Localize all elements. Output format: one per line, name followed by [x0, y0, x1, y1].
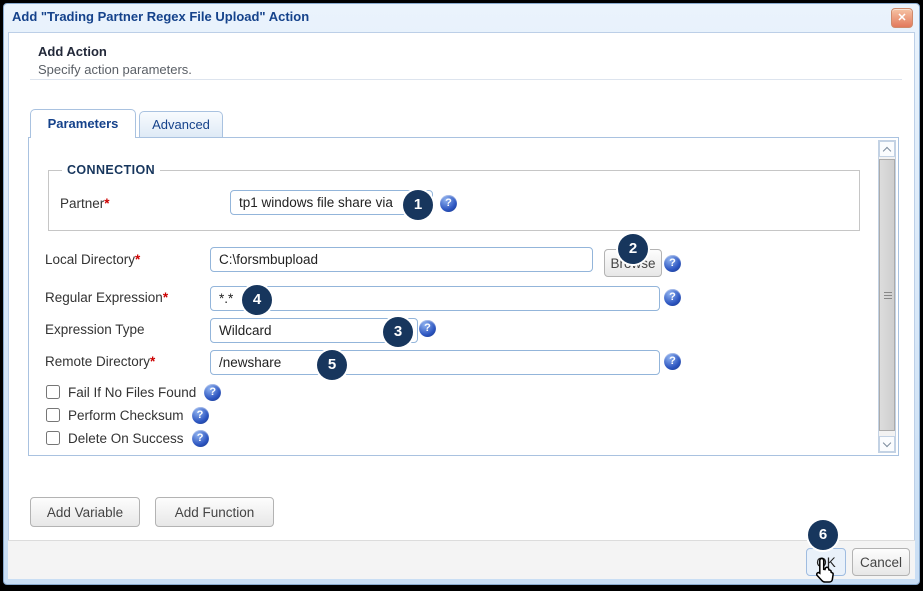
vertical-scrollbar[interactable] [878, 140, 896, 453]
wizard-step-title: Add Action [38, 44, 107, 59]
perform-checksum-help-icon[interactable]: ? [191, 406, 209, 424]
delete-on-success-help-icon[interactable]: ? [191, 429, 209, 447]
scroll-up-button[interactable] [879, 141, 895, 157]
connection-legend: CONNECTION [62, 163, 161, 177]
add-function-button[interactable]: Add Function [155, 497, 274, 527]
regular-expression-input[interactable] [210, 286, 660, 311]
scrollbar-thumb[interactable] [879, 159, 895, 431]
tab-parameters[interactable]: Parameters [30, 109, 136, 138]
scrollbar-grip-icon [884, 292, 892, 299]
connection-fieldset [48, 170, 860, 231]
local-directory-label: Local Directory* [45, 252, 141, 267]
callout-badge-5: 5 [317, 350, 347, 380]
required-marker: * [162, 290, 169, 305]
expression-type-label: Expression Type [45, 322, 145, 337]
hand-cursor-icon [815, 557, 834, 583]
chevron-up-icon [882, 146, 892, 156]
remote-directory-help-icon[interactable]: ? [664, 353, 681, 370]
expression-type-help-icon[interactable]: ? [419, 320, 436, 337]
tab-advanced[interactable]: Advanced [139, 111, 223, 137]
close-icon[interactable]: ✕ [891, 8, 913, 28]
partner-label: Partner* [60, 196, 110, 211]
callout-badge-3: 3 [383, 317, 413, 347]
required-marker: * [135, 252, 141, 267]
perform-checksum-row: Perform Checksum ? [46, 406, 209, 424]
fail-if-no-files-checkbox[interactable] [46, 385, 60, 399]
local-directory-input[interactable] [210, 247, 593, 272]
fail-if-no-files-help-icon[interactable]: ? [204, 383, 222, 401]
local-directory-help-icon[interactable]: ? [664, 255, 681, 272]
add-variable-button[interactable]: Add Variable [30, 497, 140, 527]
regular-expression-label: Regular Expression* [45, 290, 169, 305]
remote-directory-input[interactable] [210, 350, 660, 375]
perform-checksum-checkbox[interactable] [46, 408, 60, 422]
callout-badge-4: 4 [242, 285, 272, 315]
required-marker: * [104, 196, 110, 211]
perform-checksum-label: Perform Checksum [68, 407, 184, 423]
header-divider [30, 79, 902, 80]
delete-on-success-row: Delete On Success ? [46, 429, 209, 447]
fail-if-no-files-label: Fail If No Files Found [68, 384, 197, 400]
dialog-title: Add "Trading Partner Regex File Upload" … [12, 9, 310, 24]
callout-badge-2: 2 [618, 234, 648, 264]
footer-bar [8, 540, 915, 579]
partner-help-icon[interactable]: ? [440, 195, 457, 212]
callout-badge-1: 1 [403, 190, 433, 220]
remote-directory-label: Remote Directory* [45, 354, 156, 369]
fail-if-no-files-row: Fail If No Files Found ? [46, 383, 222, 401]
delete-on-success-checkbox[interactable] [46, 431, 60, 445]
wizard-step-subtitle: Specify action parameters. [38, 62, 192, 77]
delete-on-success-label: Delete On Success [68, 430, 184, 446]
chevron-down-icon [882, 438, 892, 448]
regular-expression-help-icon[interactable]: ? [664, 289, 681, 306]
scroll-down-button[interactable] [879, 436, 895, 452]
callout-badge-6: 6 [808, 520, 838, 550]
required-marker: * [150, 354, 156, 369]
cancel-button[interactable]: Cancel [852, 548, 910, 576]
partner-input[interactable] [230, 190, 433, 215]
